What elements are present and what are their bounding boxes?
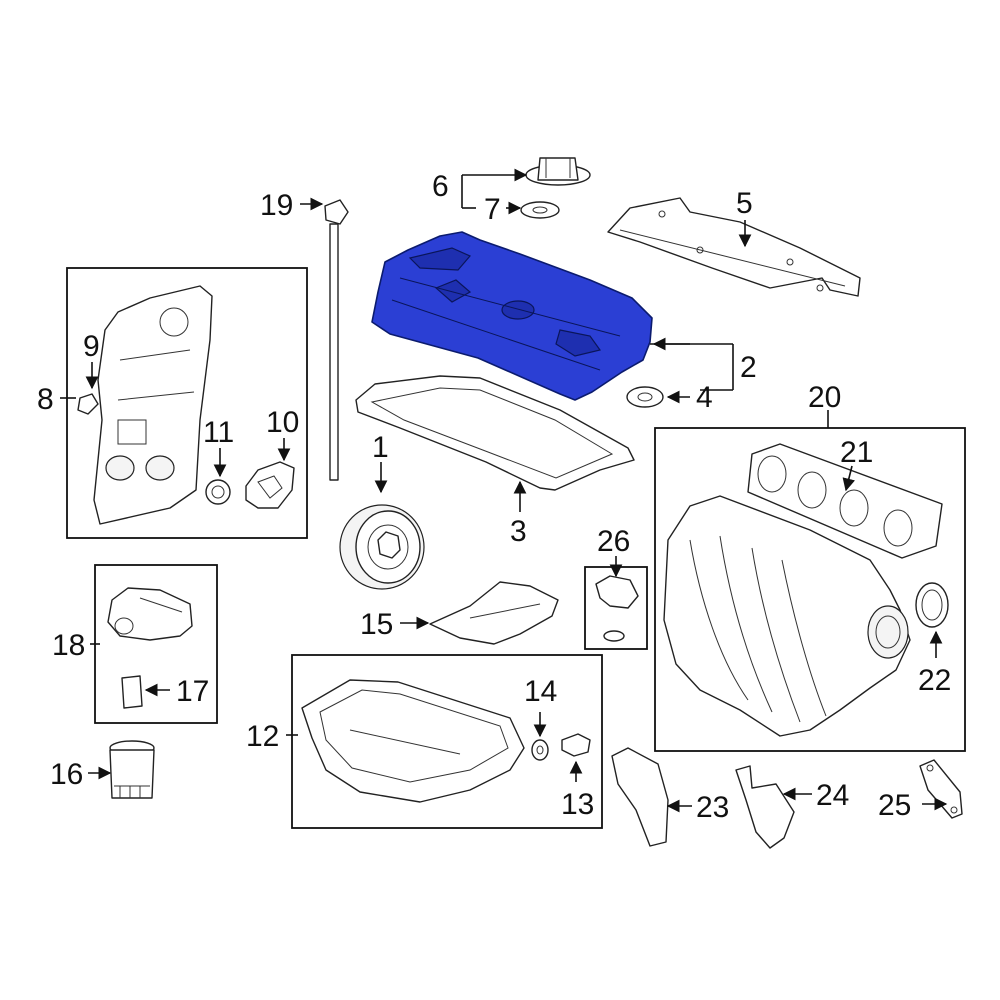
sensor-part[interactable] bbox=[595, 575, 639, 642]
callout-26: 26 bbox=[597, 525, 630, 558]
drain-plug-washer-part[interactable] bbox=[531, 739, 549, 761]
callout-20: 20 bbox=[808, 381, 841, 414]
cover-clip-part[interactable] bbox=[77, 393, 99, 415]
callout-8: 8 bbox=[37, 383, 54, 416]
timing-cover-group-box bbox=[66, 267, 308, 539]
callout-9: 9 bbox=[83, 330, 100, 363]
oil-filter-housing-part[interactable] bbox=[107, 587, 193, 641]
callout-2: 2 bbox=[740, 351, 757, 384]
intake-manifold-part[interactable] bbox=[663, 495, 911, 737]
valve-cover-gasket-part[interactable] bbox=[355, 375, 635, 491]
callout-7: 7 bbox=[484, 193, 501, 226]
dipstick-part[interactable] bbox=[324, 199, 349, 481]
callout-19: 19 bbox=[260, 189, 293, 222]
callout-10: 10 bbox=[266, 406, 299, 439]
leader-lines bbox=[60, 168, 948, 813]
cover-plate-part[interactable] bbox=[245, 461, 295, 509]
callout-12: 12 bbox=[246, 720, 279, 753]
callout-14: 14 bbox=[524, 675, 557, 708]
oil-filter-part[interactable] bbox=[109, 740, 155, 799]
callout-5: 5 bbox=[736, 187, 753, 220]
intake-manifold-group-box bbox=[654, 427, 966, 752]
filler-cap-seal-part[interactable] bbox=[520, 201, 560, 219]
crank-pulley-part[interactable] bbox=[339, 504, 425, 590]
throttle-body-gasket-part[interactable] bbox=[915, 582, 949, 628]
callout-16: 16 bbox=[50, 758, 83, 791]
callout-23: 23 bbox=[696, 791, 729, 824]
callout-21: 21 bbox=[840, 436, 873, 469]
callout-13: 13 bbox=[561, 788, 594, 821]
callout-1: 1 bbox=[372, 431, 389, 464]
callout-3: 3 bbox=[510, 515, 527, 548]
callout-25: 25 bbox=[878, 789, 911, 822]
callout-6: 6 bbox=[432, 170, 449, 203]
callout-24: 24 bbox=[816, 779, 849, 812]
callout-15: 15 bbox=[360, 608, 393, 641]
callout-17: 17 bbox=[176, 675, 209, 708]
oil-pan-part[interactable] bbox=[301, 679, 525, 803]
callout-4: 4 bbox=[696, 381, 713, 414]
oil-filler-cap-part[interactable] bbox=[525, 157, 591, 186]
baffle-plate-part[interactable] bbox=[429, 581, 559, 645]
callout-18: 18 bbox=[52, 629, 85, 662]
callout-22: 22 bbox=[918, 664, 951, 697]
oil-pan-group-box bbox=[291, 654, 603, 829]
support-bracket-part[interactable] bbox=[735, 765, 795, 849]
seal-washer-part[interactable] bbox=[626, 386, 664, 408]
callout-11: 11 bbox=[203, 416, 234, 449]
manifold-bracket-part[interactable] bbox=[611, 747, 669, 847]
timing-cover-part[interactable] bbox=[93, 285, 213, 525]
valve-cover-part[interactable] bbox=[371, 231, 653, 401]
callout-labels: 1 2 3 4 5 6 7 8 9 10 11 12 13 14 15 16 1… bbox=[37, 170, 951, 824]
drain-plug-part[interactable] bbox=[561, 733, 591, 757]
engine-cover-part[interactable] bbox=[607, 197, 861, 297]
housing-gasket-part[interactable] bbox=[121, 675, 143, 709]
oil-seal-part[interactable] bbox=[205, 479, 231, 505]
stay-bracket-part[interactable] bbox=[919, 759, 963, 819]
